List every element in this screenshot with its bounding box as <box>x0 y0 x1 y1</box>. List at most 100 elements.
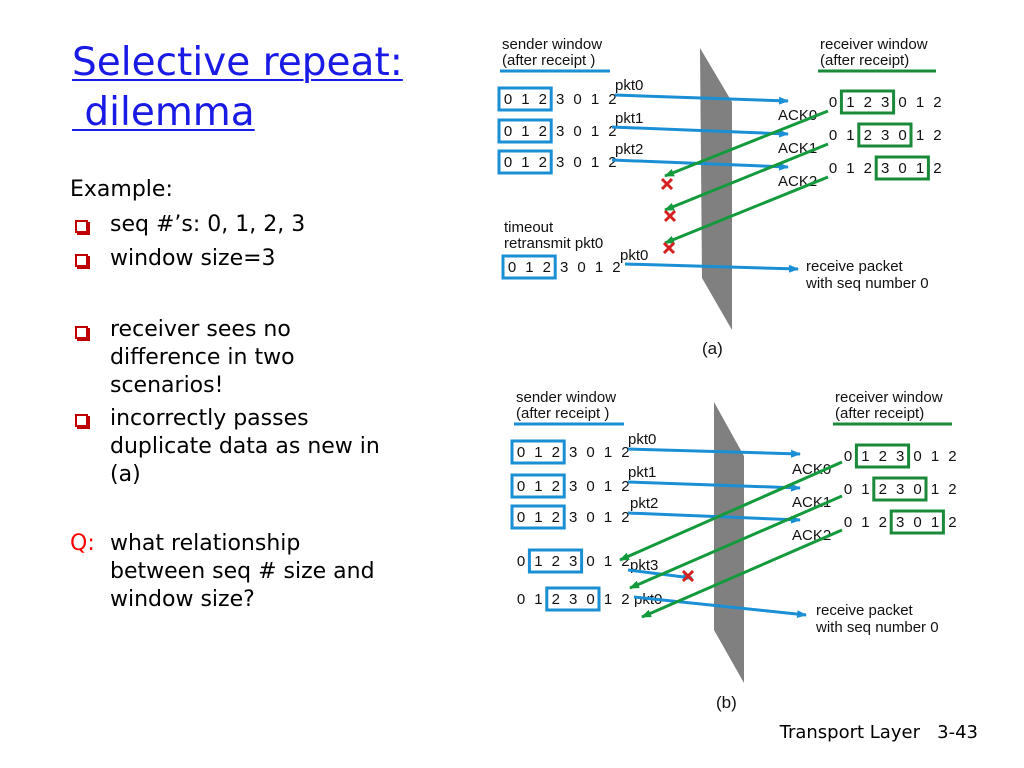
sequence-number: 2 <box>539 123 547 140</box>
sequence-number: 3 <box>881 94 889 111</box>
sequence-number: 1 <box>525 259 533 276</box>
sequence-number: 3 <box>881 127 889 144</box>
sequence-number: 3 <box>569 478 577 495</box>
sequence-number: 2 <box>621 591 629 608</box>
sequence-number: 2 <box>864 160 872 177</box>
question-line: what relationship <box>110 531 301 556</box>
sequence-number: 1 <box>534 509 542 526</box>
window-box <box>510 473 566 499</box>
slide-title: Selective repeat: dilemma <box>72 38 403 138</box>
sequence-number: 0 <box>573 154 581 171</box>
sequence-number: 3 <box>896 514 904 531</box>
sequence-number: 1 <box>521 154 529 171</box>
sequence-number: 0 <box>844 481 852 498</box>
sequence-number: 1 <box>534 553 542 570</box>
bullet-line: difference in two <box>110 345 295 370</box>
scenario-b: sender window(after receipt )receiver wi… <box>510 389 957 712</box>
ack-arrow <box>641 528 843 619</box>
sequence-number: 2 <box>612 259 620 276</box>
sequence-number: 0 <box>508 259 516 276</box>
sequence-number: 0 <box>586 509 594 526</box>
sequence-number: 1 <box>604 509 612 526</box>
sequence-number: 2 <box>933 127 941 144</box>
footer-section: Transport Layer <box>779 722 920 743</box>
bullet-line: duplicate data as new in <box>110 434 380 459</box>
sequence-number: 0 <box>829 127 837 144</box>
sequence-number: 1 <box>916 160 924 177</box>
sequence-number: 0 <box>829 160 837 177</box>
loss-mark-stroke <box>663 209 677 223</box>
sequence-number: 0 <box>898 94 906 111</box>
sequence-number: 2 <box>552 444 560 461</box>
packet-arrow <box>611 125 789 138</box>
receiver-window-sublabel: (after receipt) <box>835 405 924 422</box>
bullet-window-size: window size=3 <box>110 246 276 271</box>
footer-page-number: 3-43 <box>937 722 978 743</box>
slide-footer: Transport Layer 3-43 <box>780 722 978 743</box>
receive-label: receive packet <box>806 258 904 275</box>
sequence-number: 1 <box>931 514 939 531</box>
scenario-a: sender window(after receipt )receiver wi… <box>497 36 942 358</box>
sequence-number: 3 <box>896 448 904 465</box>
receiver-window-sublabel: (after receipt) <box>820 52 909 69</box>
ack-arrow <box>629 494 843 590</box>
sequence-number: 2 <box>608 91 616 108</box>
receiver-window-label: receiver window <box>820 36 928 53</box>
packet-arrow <box>627 480 801 492</box>
sequence-number: 2 <box>948 448 956 465</box>
sequence-number: 0 <box>517 478 525 495</box>
sequence-number: 1 <box>534 444 542 461</box>
receive-label: with seq number 0 <box>805 275 929 292</box>
sequence-number: 0 <box>586 591 594 608</box>
sequence-number: 1 <box>604 444 612 461</box>
loss-mark-stroke <box>660 177 674 191</box>
sender-window-sublabel: (after receipt ) <box>516 405 609 422</box>
loss-mark-stroke <box>681 569 695 583</box>
sequence-number: 1 <box>916 127 924 144</box>
sequence-number: 1 <box>591 154 599 171</box>
window-box <box>510 439 566 465</box>
sequence-number: 1 <box>931 448 939 465</box>
loss-mark-icon <box>660 177 674 191</box>
sequence-number: 3 <box>569 591 577 608</box>
sequence-number: 0 <box>898 160 906 177</box>
bullet-marker <box>75 254 88 267</box>
selective-repeat-diagram: sender window(after receipt )receiver wi… <box>497 36 957 712</box>
sequence-number: 1 <box>846 94 854 111</box>
bullet-receiver-sees: receiver sees no difference in two scena… <box>110 316 295 400</box>
ack-label: ACK0 <box>778 107 817 124</box>
packet-arrow <box>627 447 801 458</box>
sequence-number: 2 <box>621 553 629 570</box>
sequence-number: 2 <box>552 478 560 495</box>
sequence-number: 0 <box>504 91 512 108</box>
packet-label: pkt0 <box>615 77 643 94</box>
sequence-number: 0 <box>913 514 921 531</box>
sequence-number: 2 <box>552 591 560 608</box>
window-box <box>839 89 896 115</box>
sequence-number: 0 <box>517 591 525 608</box>
packet-label: pkt2 <box>615 141 643 158</box>
sequence-number: 2 <box>933 160 941 177</box>
packet-label: pkt2 <box>630 495 658 512</box>
loss-mark-icon <box>662 241 676 255</box>
bullet-line: incorrectly passes <box>110 406 309 431</box>
bullet-seq-numbers: seq #’s: 0, 1, 2, 3 <box>110 212 306 237</box>
sequence-number: 0 <box>898 127 906 144</box>
sequence-number: 0 <box>517 509 525 526</box>
sender-window-label: sender window <box>516 389 616 406</box>
sequence-number: 1 <box>846 160 854 177</box>
packet-arrow <box>624 262 799 273</box>
window-box <box>497 149 553 175</box>
sequence-number: 3 <box>556 123 564 140</box>
sender-window-sublabel: (after receipt ) <box>502 52 595 69</box>
question-prefix: Q: <box>70 531 95 556</box>
